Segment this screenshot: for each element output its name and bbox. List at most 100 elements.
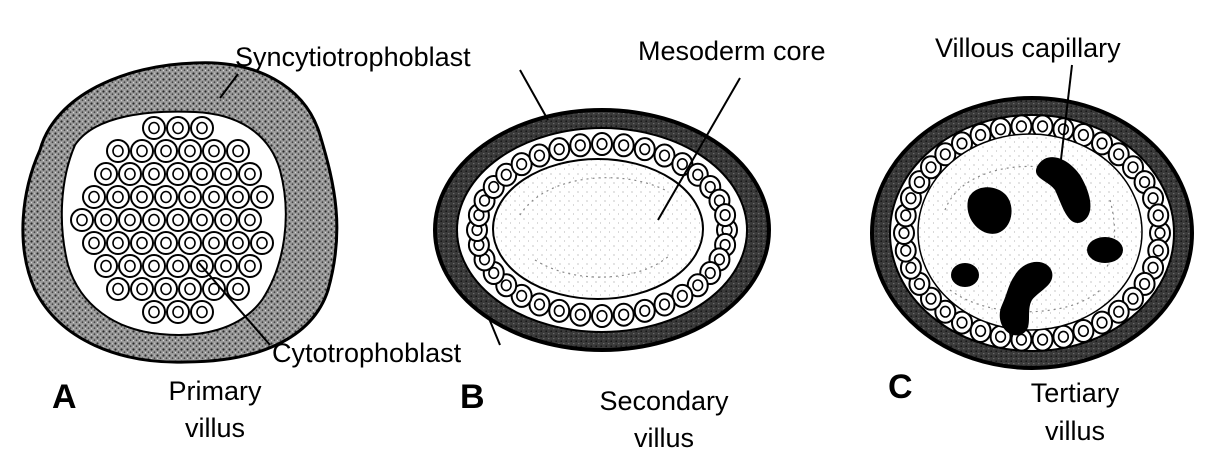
cell-nucleus <box>148 121 160 135</box>
cell-nucleus <box>704 266 716 280</box>
cell-nucleus <box>553 304 565 317</box>
cell-nucleus <box>1147 192 1159 205</box>
cell-nucleus <box>160 190 172 204</box>
cell-nucleus <box>244 167 256 181</box>
cell-nucleus <box>100 213 112 227</box>
cell-nucleus <box>220 167 232 181</box>
cell-nucleus <box>900 209 912 222</box>
cell-nucleus <box>618 139 630 152</box>
caption-c-line2: villus <box>1045 416 1105 446</box>
caption-a-line1: Primary <box>169 376 262 406</box>
cell-nucleus <box>925 292 937 305</box>
cell-nucleus <box>913 277 926 291</box>
cell-nucleus <box>1138 277 1151 291</box>
cell-nucleus <box>88 236 100 250</box>
cell-nucleus <box>184 282 196 296</box>
cell-nucleus <box>208 236 220 250</box>
cell-nucleus <box>478 194 491 207</box>
cell-nucleus <box>596 137 608 151</box>
label-villous-capillary: Villous capillary <box>935 33 1121 63</box>
cell-nucleus <box>148 305 160 319</box>
cell-nucleus <box>574 308 586 321</box>
cell-nucleus <box>232 236 244 250</box>
primary-villus-drawing <box>21 61 339 364</box>
cell-nucleus <box>639 304 651 317</box>
cell-nucleus <box>1147 261 1159 274</box>
panel-letter-c: C <box>888 368 913 406</box>
cell-nucleus <box>574 139 586 152</box>
cell-nucleus <box>1015 333 1028 346</box>
cell-nucleus <box>100 259 112 273</box>
cell-nucleus <box>220 259 232 273</box>
cell-nucleus <box>898 226 910 240</box>
cell-nucleus <box>160 144 172 158</box>
cell-nucleus <box>1127 292 1139 305</box>
panel-letter-a: A <box>52 378 77 416</box>
cell-nucleus <box>88 190 100 204</box>
caption-a-line2: villus <box>185 413 245 443</box>
cell-nucleus <box>208 190 220 204</box>
cell-nucleus <box>160 236 172 250</box>
cell-nucleus <box>676 158 688 171</box>
cell-nucleus <box>184 190 196 204</box>
cell-nucleus <box>256 236 268 250</box>
cell-nucleus <box>196 305 208 319</box>
cell-nucleus <box>1036 120 1049 133</box>
cell-nucleus <box>232 144 244 158</box>
cell-nucleus <box>148 213 160 227</box>
cell-nucleus <box>1096 137 1108 150</box>
cell-nucleus <box>533 149 546 162</box>
cell-nucleus <box>196 121 208 135</box>
cell-nucleus <box>136 282 148 296</box>
label-cytotrophoblast: Cytotrophoblast <box>272 338 462 368</box>
cell-nucleus <box>692 168 704 181</box>
cell-nucleus <box>676 289 688 302</box>
caption-c-line1: Tertiary <box>1031 378 1120 408</box>
cell-nucleus <box>184 236 196 250</box>
cell-nucleus <box>1113 305 1125 318</box>
cell-nucleus <box>100 167 112 181</box>
cell-nucleus <box>913 175 926 189</box>
cell-nucleus <box>956 137 968 150</box>
cell-nucleus <box>136 236 148 250</box>
cell-nucleus <box>974 324 987 338</box>
cell-nucleus <box>925 161 937 174</box>
cell-nucleus <box>553 143 565 156</box>
cell-nucleus <box>488 180 500 194</box>
cell-nucleus <box>172 259 184 273</box>
cell-nucleus <box>136 144 148 158</box>
cytotrophoblast-cells-c <box>893 114 1171 352</box>
cell-nucleus <box>500 279 512 292</box>
cell-nucleus <box>658 149 671 162</box>
cell-nucleus <box>172 305 184 319</box>
cell-nucleus <box>994 330 1007 343</box>
cell-nucleus <box>112 190 124 204</box>
secondary-villus-drawing <box>433 108 771 352</box>
panel-letter-b: B <box>460 378 485 416</box>
cell-nucleus <box>196 167 208 181</box>
cell-nucleus <box>500 168 512 181</box>
cell-nucleus <box>533 298 546 311</box>
mesoderm-inner-contours-b <box>519 177 671 278</box>
cell-nucleus <box>112 282 124 296</box>
cell-nucleus <box>1113 148 1125 161</box>
cell-nucleus <box>516 289 528 302</box>
cell-nucleus <box>172 121 184 135</box>
leader-syncytiotrophoblast-b <box>519 69 549 121</box>
label-syncytiotrophoblast: Syncytiotrophoblast <box>235 42 471 72</box>
tertiary-villus-drawing <box>870 96 1194 370</box>
cell-nucleus <box>658 298 671 311</box>
cell-nucleus <box>196 213 208 227</box>
cell-nucleus <box>1152 209 1164 222</box>
cell-nucleus <box>719 208 731 222</box>
mesoderm-inner-contours-c <box>944 165 1116 313</box>
cell-nucleus <box>974 128 987 142</box>
capillary-large-left <box>967 187 1012 234</box>
cell-nucleus <box>1036 333 1049 346</box>
villous-capillaries <box>951 157 1123 336</box>
cell-nucleus <box>1127 161 1139 174</box>
cell-nucleus <box>112 236 124 250</box>
cell-nucleus <box>172 167 184 181</box>
cell-nucleus <box>1077 128 1090 142</box>
leader-lines <box>197 64 1073 346</box>
